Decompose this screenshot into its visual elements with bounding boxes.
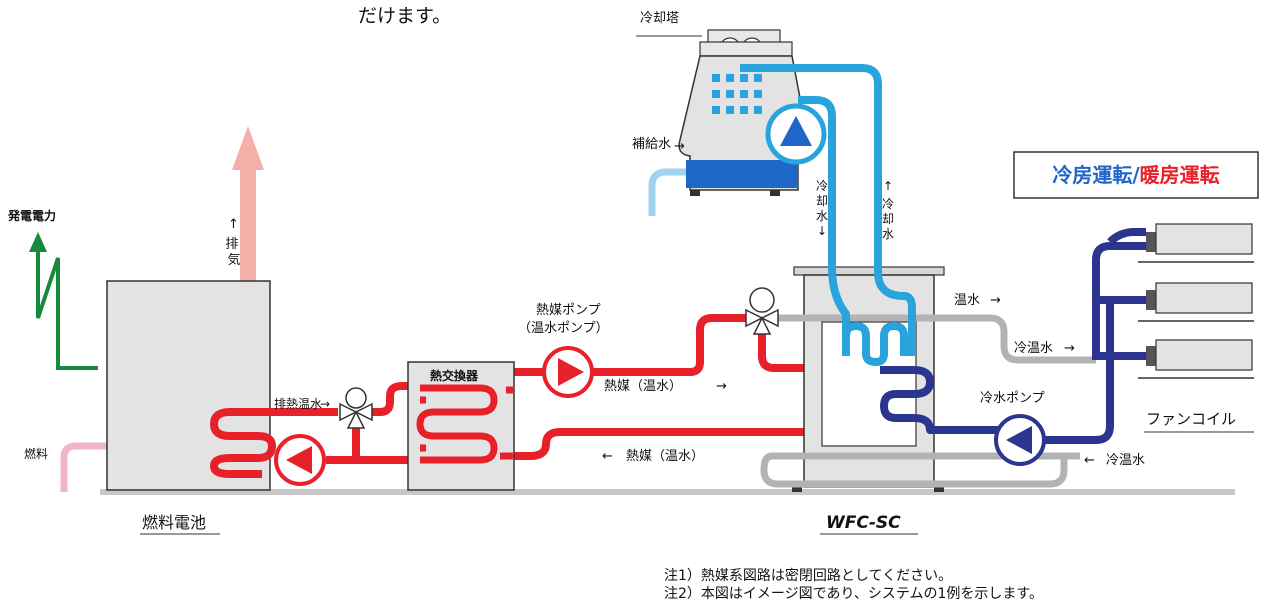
mode-heating-text: 暖房運転 [1140, 163, 1220, 187]
fuel-label: 燃料 [24, 446, 48, 461]
fuel-cell-three-way-valve [339, 387, 373, 429]
fuel-cell-label: 燃料電池 [142, 513, 206, 532]
cold-water-pump-label: 冷水ポンプ [980, 391, 1045, 406]
exhaust-arrow-shaft [240, 168, 256, 282]
waste-heat-water-label: 排熱温水 [274, 397, 322, 411]
cooling-water-pump [765, 103, 827, 165]
exhaust-arrow-head [232, 126, 264, 170]
hot-water-pipes [760, 314, 1096, 488]
cooling-water-up-label: ↑冷却水 [882, 179, 894, 241]
wfc-three-way-valve [745, 287, 779, 335]
cold-hot-water-return-label: 冷温水 [1106, 453, 1145, 468]
cold-hot-water-return-arrow: ← [1084, 453, 1095, 468]
fan-coil-2 [1138, 282, 1254, 322]
wfc-top-cap [793, 266, 945, 276]
makeup-water-arrow: → [674, 139, 685, 154]
fan-coil-3 [1138, 339, 1254, 379]
heat-exchanger-label: 熱交換器 [430, 368, 479, 383]
makeup-water-pipe [648, 168, 702, 216]
heat-medium-pump-label-2: （温水ポンプ） [518, 321, 609, 336]
svg-text:冷房運転/暖房運転: 冷房運転/暖房運転 [1052, 163, 1219, 187]
heat-exchanger-unit [407, 361, 515, 491]
cooling-water-down-label: 冷却水↓ [816, 179, 828, 238]
heat-medium-pump [542, 346, 594, 398]
mode-cooling-text: 冷房運転 [1052, 163, 1132, 187]
cooling-water-loop [740, 64, 916, 366]
fan-coil-1 [1138, 223, 1254, 263]
exhaust-arrow-up: ↑ [228, 217, 239, 232]
note-2: 注2）本図はイメージ図であり、システムの1例を示します。 [664, 586, 1043, 602]
power-output-bolt [36, 250, 98, 370]
fuel-to-exchanger-pipe [372, 382, 420, 416]
hot-water-arrow: → [990, 293, 1001, 308]
cold-hot-water-out-label: 冷温水 [1014, 341, 1053, 356]
heat-medium-forward-arrow: → [716, 379, 727, 394]
fuel-cell-pump [274, 434, 326, 486]
exhaust-label: 排 気 [225, 237, 242, 268]
fan-coil-label: ファンコイル [1146, 410, 1236, 428]
top-fragment-text: だけます。 [358, 5, 451, 27]
waste-heat-arrow: → [320, 397, 330, 411]
mode-separator: / [1132, 163, 1140, 187]
makeup-water-label: 補給水 [632, 137, 671, 152]
fan-coil-units [1138, 223, 1254, 379]
cold-hot-water-out-arrow: → [1064, 341, 1075, 356]
heat-medium-pump-label-1: 熱媒ポンプ [536, 303, 601, 318]
cold-hot-water-loop [880, 228, 1146, 444]
cold-water-pump [994, 414, 1046, 466]
operation-mode-box: 冷房運転/暖房運転 [1013, 151, 1259, 199]
fuel-cell-coil [210, 408, 338, 478]
fuel-cell-return-pipe [326, 428, 360, 464]
exhaust-char-1: 排 [225, 237, 238, 252]
machine-label: WFC-SC [826, 513, 901, 533]
heat-medium-forward-label: 熱媒（温水） [604, 379, 682, 394]
ground-line [100, 489, 1235, 495]
heat-medium-return-label: 熱媒（温水） [626, 449, 704, 464]
power-output-label: 発電電力 [7, 208, 56, 223]
exhaust-char-2: 気 [227, 252, 240, 268]
heat-medium-return-arrow: ← [602, 449, 613, 464]
power-output-arrowhead [29, 232, 47, 252]
fuel-pipe [60, 442, 108, 492]
heat-exchanger-box [407, 361, 515, 491]
hot-forward-pipe [506, 314, 746, 376]
note-1: 注1）熱媒系図路は密閉回路としてください。 [664, 567, 952, 584]
hot-water-label: 温水 [954, 293, 980, 308]
cooling-tower-label: 冷却塔 [640, 11, 679, 26]
